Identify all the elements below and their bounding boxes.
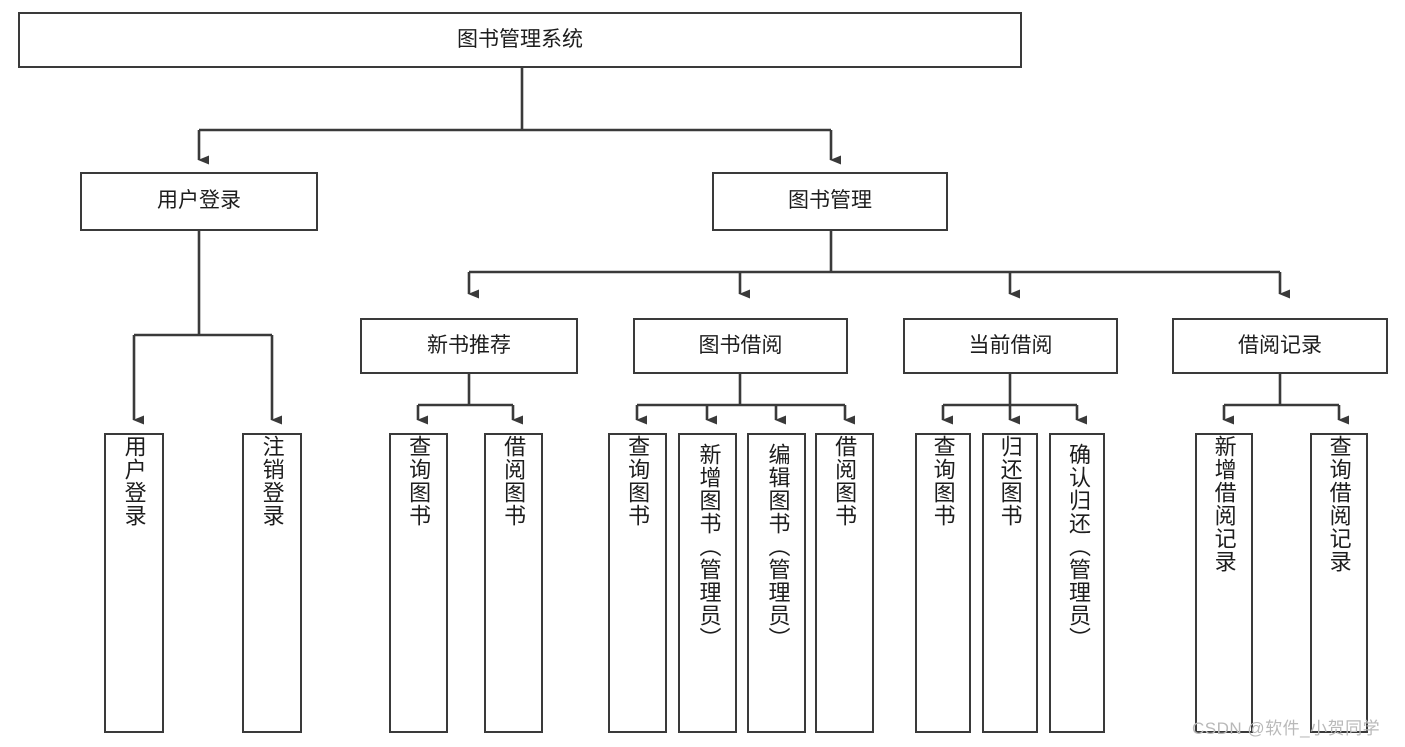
node-label: 图书管理系统 — [457, 27, 583, 51]
leaf-label: 确认归还（管理员） — [1066, 443, 1091, 650]
node-new-book-recommend[interactable]: 新书推荐 — [360, 318, 578, 374]
leaf-borrow-book-recommend[interactable]: 借阅图书 — [484, 433, 543, 733]
leaf-query-book-borrow[interactable]: 查询图书 — [608, 433, 667, 733]
leaf-label: 编辑图书（管理员） — [765, 443, 791, 650]
leaf-label: 注销登录 — [259, 435, 285, 527]
leaf-query-borrow-record[interactable]: 查询借阅记录 — [1310, 433, 1368, 733]
node-book-borrow[interactable]: 图书借阅 — [633, 318, 848, 374]
node-label: 借阅记录 — [1238, 333, 1322, 357]
leaf-label: 查询图书 — [406, 435, 432, 527]
leaf-label: 新增借阅记录 — [1211, 435, 1237, 573]
node-label: 图书管理 — [788, 189, 872, 213]
watermark: CSDN @软件_小贺同学 — [1192, 719, 1381, 738]
leaf-label: 用户登录 — [121, 435, 147, 527]
leaf-borrow-book[interactable]: 借阅图书 — [815, 433, 874, 733]
leaf-add-book-admin[interactable]: 新增图书（管理员） — [678, 433, 737, 733]
leaf-label: 归还图书 — [997, 435, 1023, 527]
node-root-system[interactable]: 图书管理系统 — [18, 12, 1022, 68]
node-label: 用户登录 — [157, 189, 241, 213]
leaf-query-book-current[interactable]: 查询图书 — [915, 433, 971, 733]
leaf-label: 借阅图书 — [501, 435, 527, 527]
leaf-confirm-return-admin[interactable]: 确认归还（管理员） — [1049, 433, 1105, 733]
node-user-login[interactable]: 用户登录 — [80, 172, 318, 231]
leaf-label: 查询借阅记录 — [1326, 435, 1352, 573]
leaf-label: 新增图书（管理员） — [696, 443, 722, 650]
leaf-edit-book-admin[interactable]: 编辑图书（管理员） — [747, 433, 806, 733]
leaf-query-book-recommend[interactable]: 查询图书 — [389, 433, 448, 733]
leaf-logout[interactable]: 注销登录 — [242, 433, 302, 733]
node-book-management[interactable]: 图书管理 — [712, 172, 948, 231]
leaf-user-login[interactable]: 用户登录 — [104, 433, 164, 733]
node-label: 当前借阅 — [968, 333, 1053, 357]
node-borrow-record[interactable]: 借阅记录 — [1172, 318, 1388, 374]
leaf-add-borrow-record[interactable]: 新增借阅记录 — [1195, 433, 1253, 733]
leaf-label: 查询图书 — [625, 435, 651, 527]
node-label: 图书借阅 — [698, 333, 783, 357]
leaf-label: 查询图书 — [930, 435, 956, 527]
leaf-label: 借阅图书 — [832, 435, 858, 527]
leaf-return-book[interactable]: 归还图书 — [982, 433, 1038, 733]
node-label: 新书推荐 — [427, 333, 511, 357]
node-current-borrow[interactable]: 当前借阅 — [903, 318, 1118, 374]
